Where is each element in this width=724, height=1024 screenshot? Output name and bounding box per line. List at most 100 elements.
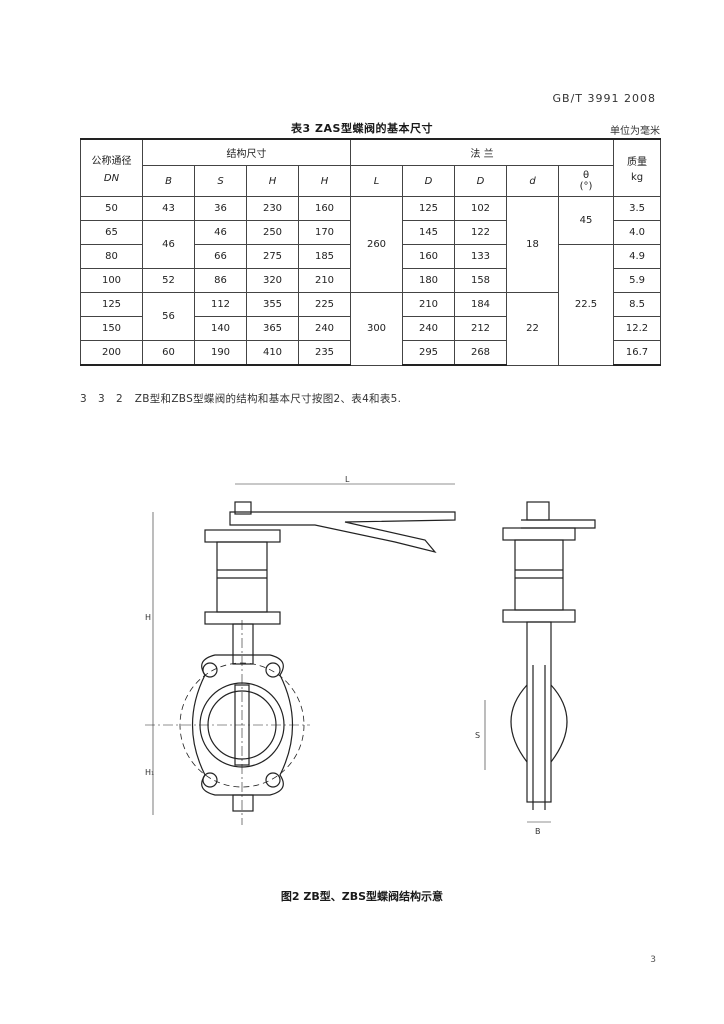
table-row: 125 56 112 355 225 300 210 184 22 8.5 <box>80 292 662 366</box>
col-angle: θ (°) <box>557 165 615 197</box>
top-flange <box>204 529 281 543</box>
handle <box>229 501 456 554</box>
cell-D: 125 <box>402 196 455 221</box>
cell-D1: 102 <box>454 196 507 221</box>
cell-dn: 65 <box>80 220 143 245</box>
cell-mass: 12.2 <box>613 316 662 341</box>
cell-D: 240 <box>402 316 455 341</box>
cell-h1: 210 <box>298 268 351 293</box>
cell-s: 36 <box>194 196 247 221</box>
label-H1: H₁ <box>145 768 154 777</box>
cell-d-merged: 18 <box>506 196 559 293</box>
cell-h: 250 <box>246 220 299 245</box>
cell-angle-merged: 22.5 <box>557 244 615 366</box>
cell-h1: 170 <box>298 220 351 245</box>
cell-D: 180 <box>402 268 455 293</box>
cell-h: 410 <box>246 340 299 366</box>
cell-h: 355 <box>246 292 299 317</box>
cell-mass: 16.7 <box>613 340 662 366</box>
header-row-1: 公称通径 DN 结构尺寸 法 兰 质量 kg <box>80 138 662 197</box>
col-L: L <box>350 165 403 197</box>
cell-b: 52 <box>142 268 195 293</box>
col-D1: D <box>454 165 507 197</box>
cell-s: 66 <box>194 244 247 269</box>
cell-dn: 200 <box>80 340 143 366</box>
cell-mass: 4.9 <box>613 244 662 269</box>
cell-dn: 80 <box>80 244 143 269</box>
cell-dn: 125 <box>80 292 143 317</box>
cell-h: 275 <box>246 244 299 269</box>
col-D: D <box>402 165 455 197</box>
cell-D1: 122 <box>454 220 507 245</box>
cell-D1: 158 <box>454 268 507 293</box>
cell-D: 295 <box>402 340 455 366</box>
cell-b-merged: 56 <box>142 292 195 341</box>
table-row: 200 60 190 410 235 295 268 16.7 <box>80 340 662 366</box>
cell-D: 210 <box>402 292 455 317</box>
figure-caption: 图2 ZB型、ZBS型蝶阀结构示意 <box>280 890 444 903</box>
cell-l-merged: 300 <box>350 292 403 366</box>
neck <box>216 541 268 613</box>
table-row: 65 46 46 250 170 145 122 4.0 <box>80 220 662 269</box>
cell-D1: 212 <box>454 316 507 341</box>
unit-label: 单位为毫米 <box>610 126 660 137</box>
table-row: 80 66 275 185 160 133 22.5 4.9 <box>80 244 662 366</box>
valve-body <box>192 654 293 796</box>
cell-mass: 4.0 <box>613 220 662 245</box>
col-H1: H <box>298 165 351 197</box>
table-title: 表3 ZAS型蝶阀的基本尺寸 <box>291 122 433 135</box>
cell-h1: 240 <box>298 316 351 341</box>
clause-text: ZB型和ZBS型蝶阀的结构和基本尺寸按图2、表4和表5. <box>134 393 402 405</box>
col-d: d <box>506 165 559 197</box>
cell-d-merged: 22 <box>506 292 559 366</box>
cell-angle-merged: 45 <box>557 196 615 245</box>
side-view <box>484 501 596 823</box>
cell-h: 320 <box>246 268 299 293</box>
cell-s: 140 <box>194 316 247 341</box>
cell-s: 112 <box>194 292 247 317</box>
table-row: 50 43 36 230 160 260 125 102 18 45 3.5 <box>80 196 662 293</box>
cell-s: 190 <box>194 340 247 366</box>
header-structure: 结构尺寸 <box>142 138 351 166</box>
col-S: S <box>194 165 247 197</box>
cell-b: 60 <box>142 340 195 366</box>
cell-mass: 5.9 <box>613 268 662 293</box>
cell-h1: 225 <box>298 292 351 317</box>
page-number: 3 <box>650 955 656 965</box>
cell-D: 145 <box>402 220 455 245</box>
table-row: 100 52 86 320 210 180 158 5.9 <box>80 268 662 293</box>
cell-D1: 268 <box>454 340 507 366</box>
cell-l-merged: 260 <box>350 196 403 293</box>
cell-D1: 133 <box>454 244 507 269</box>
cell-mass: 8.5 <box>613 292 662 317</box>
header-flange: 法 兰 <box>349 138 615 166</box>
cell-h1: 235 <box>298 340 351 366</box>
cell-h1: 185 <box>298 244 351 269</box>
label-L: L <box>345 475 350 484</box>
cell-dn: 100 <box>80 268 143 293</box>
cell-s: 86 <box>194 268 247 293</box>
table-row: 150 140 365 240 240 212 12.2 <box>80 316 662 341</box>
header-weight: 质量 kg <box>613 138 662 197</box>
cell-D: 160 <box>402 244 455 269</box>
cell-dn: 150 <box>80 316 143 341</box>
cell-mass: 3.5 <box>613 196 662 221</box>
cell-dn: 50 <box>80 196 143 221</box>
cell-h: 230 <box>246 196 299 221</box>
col-B: B <box>142 165 195 197</box>
cell-s: 46 <box>194 220 247 245</box>
cell-h1: 160 <box>298 196 351 221</box>
cell-h: 365 <box>246 316 299 341</box>
label-B: B <box>535 827 541 836</box>
cell-b: 43 <box>142 196 195 221</box>
label-S: S <box>475 731 480 740</box>
dimension-table: 公称通径 DN 结构尺寸 法 兰 质量 kg B S H H L D D d θ… <box>80 138 662 366</box>
col-H: H <box>246 165 299 197</box>
cell-D1: 184 <box>454 292 507 317</box>
mid-flange <box>204 611 281 625</box>
clause-number: 3 3 2 <box>80 393 127 405</box>
header-row-2: B S H H L D D d θ (°) <box>81 165 661 197</box>
cell-b-merged: 46 <box>142 220 195 269</box>
standard-code: GB/T 3991 2008 <box>552 92 656 105</box>
valve-structure-drawing: L H H₁ S B <box>145 475 596 836</box>
